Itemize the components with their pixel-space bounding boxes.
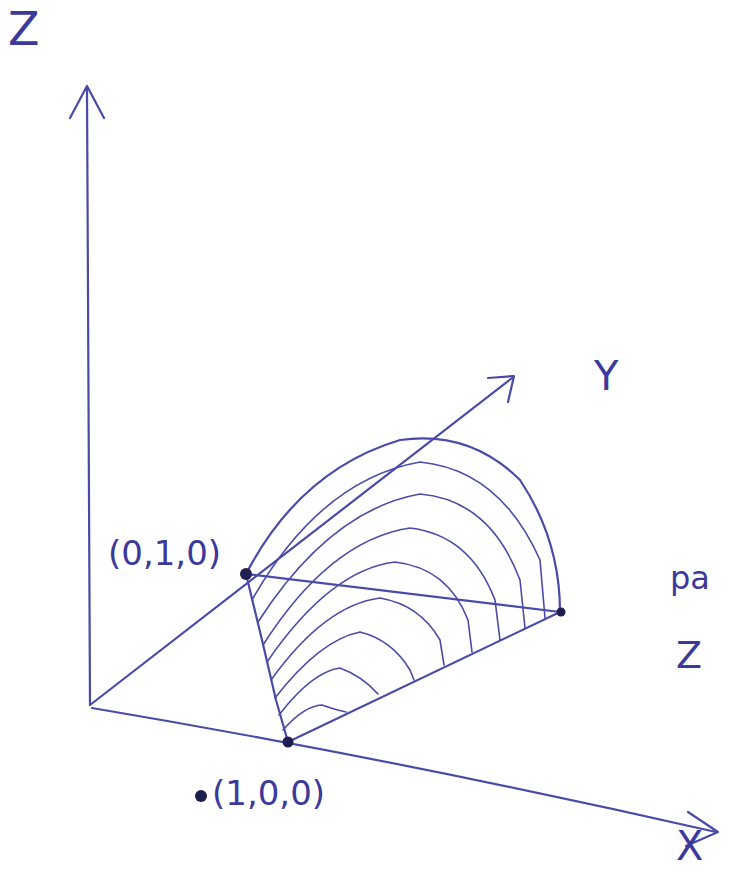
axis-label: Y	[594, 356, 618, 396]
axis-label: X	[676, 826, 703, 866]
note-text: pa	[670, 562, 710, 594]
note-text: Z	[676, 636, 702, 674]
point-label: (0,1,0)	[108, 536, 221, 570]
point-label: (1,0,0)	[212, 776, 325, 810]
axis-label: Z	[8, 6, 40, 52]
